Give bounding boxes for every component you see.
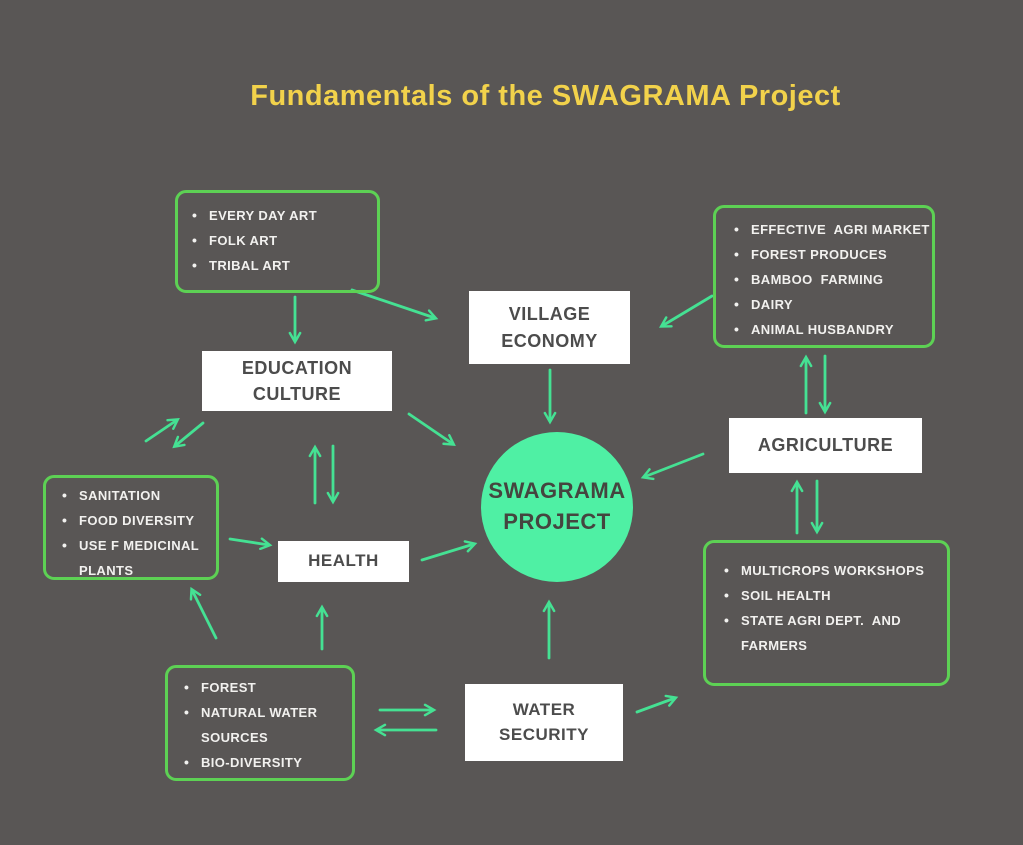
list-item: SOIL HEALTH (722, 583, 943, 608)
list-item: SANITATION (60, 483, 212, 508)
village-economy-node: VILLAGE ECONOMY (469, 291, 630, 364)
sanitation-list: SANITATION FOOD DIVERSITY USE F MEDICINA… (60, 483, 212, 583)
arrow-agri-market-to-village-economy (659, 294, 714, 328)
arrow-sanitation-to-health (228, 537, 273, 551)
list-item: EVERY DAY ART (190, 203, 371, 228)
arrow-water-to-multicrops (635, 694, 679, 714)
arrow-education-to-sanitation (172, 421, 205, 449)
multicrops-bullet-box: MULTICROPS WORKSHOPS SOIL HEALTH STATE A… (703, 540, 950, 686)
list-item: TRIBAL ART (190, 253, 371, 278)
arrow-forest-to-sanitation (189, 586, 218, 640)
arts-list: EVERY DAY ART FOLK ART TRIBAL ART (190, 203, 371, 278)
water-security-node: WATER SECURITY (465, 684, 623, 761)
multicrops-list: MULTICROPS WORKSHOPS SOIL HEALTH STATE A… (722, 558, 943, 658)
list-item: NATURAL WATER SOURCES (182, 700, 348, 750)
swagrama-project-center-circle: SWAGRAMA PROJECT (481, 432, 633, 582)
list-item: FOOD DIVERSITY (60, 508, 212, 533)
list-item: DAIRY (732, 292, 930, 317)
arts-bullet-box: EVERY DAY ART FOLK ART TRIBAL ART (175, 190, 380, 293)
arrow-health-to-center (420, 540, 478, 562)
list-item: MULTICROPS WORKSHOPS (722, 558, 943, 583)
agri-market-bullet-box: EFFECTIVE AGRI MARKET FOREST PRODUCES BA… (713, 205, 935, 348)
list-item: FOREST (182, 675, 348, 700)
list-item: USE F MEDICINAL PLANTS (60, 533, 212, 583)
agri-market-list: EFFECTIVE AGRI MARKET FOREST PRODUCES BA… (732, 217, 930, 342)
list-item: STATE AGRI DEPT. AND FARMERS (722, 608, 943, 658)
arrow-education-to-center (407, 412, 456, 446)
sanitation-bullet-box: SANITATION FOOD DIVERSITY USE F MEDICINA… (43, 475, 219, 580)
forest-list: FOREST NATURAL WATER SOURCES BIO-DIVERSI… (182, 675, 348, 775)
list-item: ANIMAL HUSBANDRY (732, 317, 930, 342)
list-item: FOREST PRODUCES (732, 242, 930, 267)
arrow-agriculture-to-center (640, 452, 705, 481)
list-item: BAMBOO FARMING (732, 267, 930, 292)
arrow-sanitation-to-education (144, 418, 180, 443)
page-title: Fundamentals of the SWAGRAMA Project (250, 80, 841, 112)
education-culture-node: EDUCATION CULTURE (202, 351, 392, 411)
health-node: HEALTH (278, 541, 409, 582)
forest-bullet-box: FOREST NATURAL WATER SOURCES BIO-DIVERSI… (165, 665, 355, 781)
agriculture-node: AGRICULTURE (729, 418, 922, 473)
list-item: EFFECTIVE AGRI MARKET (732, 217, 930, 242)
list-item: FOLK ART (190, 228, 371, 253)
list-item: BIO-DIVERSITY (182, 750, 348, 775)
arrow-arts-to-village-economy (350, 288, 439, 322)
